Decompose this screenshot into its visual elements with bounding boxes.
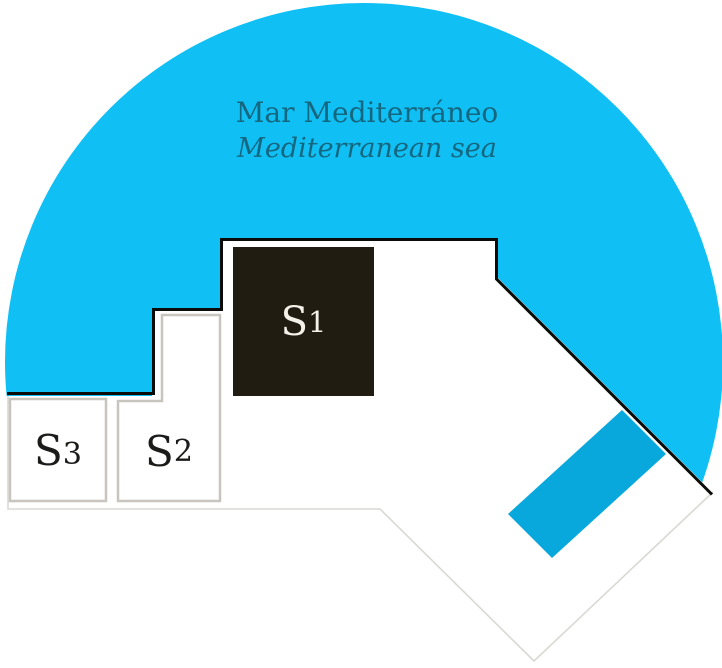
zone-s3-shape[interactable] — [8, 397, 108, 503]
zone-s2-shape[interactable] — [116, 313, 222, 503]
coastline-border — [7, 238, 714, 496]
zone-s1-shape[interactable] — [233, 247, 374, 396]
land-edge-outline — [7, 396, 714, 663]
boat-ramp — [508, 410, 666, 558]
